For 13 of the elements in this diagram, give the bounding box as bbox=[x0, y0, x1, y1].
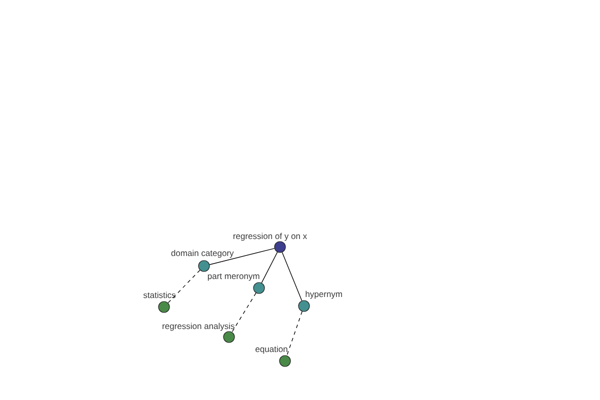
node-label: domain category bbox=[171, 250, 234, 258]
connector-line bbox=[209, 248, 275, 265]
node-label: equation bbox=[256, 346, 288, 354]
dashed-line bbox=[232, 292, 256, 332]
dashed-line bbox=[168, 270, 200, 304]
connector-line bbox=[261, 252, 278, 284]
node-label: part meronym bbox=[208, 274, 260, 281]
node-label: regression analysis bbox=[162, 322, 234, 331]
dashed-line bbox=[286, 311, 302, 356]
node-label: regression of y on x bbox=[233, 232, 307, 241]
connector-line bbox=[282, 252, 302, 301]
node-label: hypernym bbox=[306, 290, 342, 299]
node-label: statistics bbox=[143, 292, 176, 298]
